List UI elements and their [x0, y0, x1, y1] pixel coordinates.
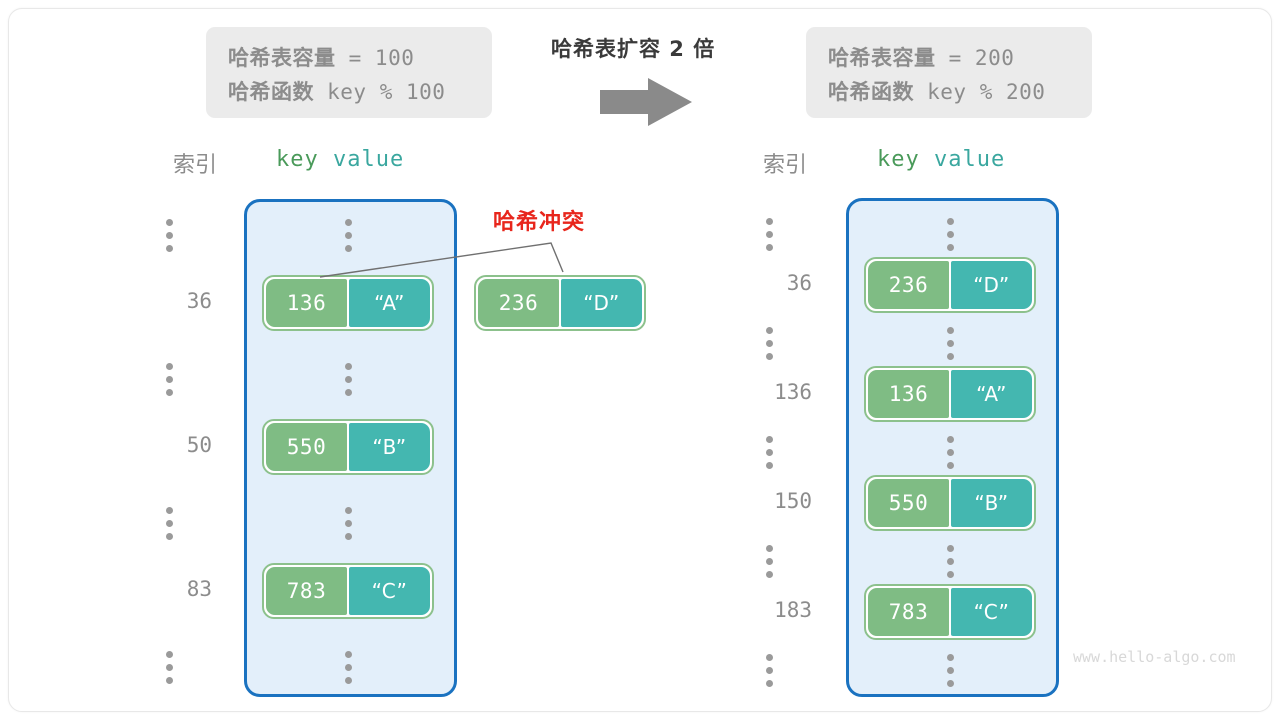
left-kv-header: key value: [276, 147, 404, 172]
left-function-label: 哈希函数: [228, 80, 314, 104]
right-hashtable-info-box: 哈希表容量 = 200 哈希函数 key % 200: [806, 27, 1092, 118]
right-capacity-value: = 200: [935, 46, 1015, 70]
right-bucket-ellipsis-icon: [947, 545, 954, 578]
left-index-ellipsis-icon: [166, 219, 173, 252]
left-entry-key: 783: [266, 567, 347, 615]
left-index-label: 83: [186, 577, 212, 601]
left-hashtable-info-box: 哈希表容量 = 100 哈希函数 key % 100: [206, 27, 492, 118]
right-entry-key: 236: [868, 260, 949, 309]
right-entry-pair[interactable]: 550“B”: [864, 474, 1036, 531]
left-value-header: value: [333, 147, 405, 172]
left-index-label: 36: [186, 289, 212, 313]
right-index-ellipsis-icon: [766, 545, 773, 578]
right-index-label: 36: [786, 270, 812, 295]
right-entry-value: “B”: [951, 478, 1032, 527]
right-bucket-ellipsis-icon: [947, 436, 954, 469]
left-function-value: key % 100: [314, 80, 446, 104]
left-entry-key: 136: [266, 279, 347, 327]
left-index-ellipsis-icon: [166, 507, 173, 540]
right-index-label: 150: [774, 488, 812, 513]
collision-label: 哈希冲突: [493, 210, 586, 235]
left-entry-key: 550: [266, 423, 347, 471]
right-capacity-line: 哈希表容量 = 200: [828, 41, 1070, 75]
right-index-ellipsis-icon: [766, 218, 773, 251]
left-entry-value: “B”: [349, 423, 430, 471]
right-index-ellipsis-icon: [766, 436, 773, 469]
right-arrow-icon: [600, 78, 692, 130]
left-index-ellipsis-icon: [166, 651, 173, 684]
colliding-entry-key: 236: [478, 279, 559, 327]
left-bucket-ellipsis-icon: [345, 651, 352, 684]
left-entry-value: “A”: [349, 279, 430, 327]
left-bucket-ellipsis-icon: [345, 363, 352, 396]
right-entry-pair[interactable]: 236“D”: [864, 256, 1036, 313]
left-entry-pair[interactable]: 550“B”: [262, 419, 434, 475]
right-bucket-ellipsis-icon: [947, 654, 954, 687]
right-index-label: 136: [774, 379, 812, 404]
watermark: www.hello-algo.com: [1073, 648, 1236, 666]
right-index-header: 索引: [763, 153, 808, 178]
left-capacity-line: 哈希表容量 = 100: [228, 41, 470, 75]
right-index-ellipsis-icon: [766, 327, 773, 360]
left-bucket-ellipsis-icon: [345, 507, 352, 540]
right-entry-pair[interactable]: 783“C”: [864, 583, 1036, 640]
right-bucket-ellipsis-icon: [947, 218, 954, 251]
colliding-entry-value: “D”: [561, 279, 642, 327]
right-entry-key: 783: [868, 587, 949, 636]
right-key-header: key: [877, 147, 920, 172]
right-index-label: 183: [774, 597, 812, 622]
colliding-entry-pair[interactable]: 236 “D”: [474, 275, 646, 331]
right-entry-value: “C”: [951, 587, 1032, 636]
left-entry-value: “C”: [349, 567, 430, 615]
right-function-value: key % 200: [914, 80, 1046, 104]
right-entry-value: “A”: [951, 369, 1032, 418]
left-index-header: 索引: [173, 153, 218, 178]
left-capacity-label: 哈希表容量: [228, 46, 336, 70]
right-kv-header: key value: [877, 147, 1005, 172]
left-entry-pair[interactable]: 783“C”: [262, 563, 434, 619]
right-value-header: value: [934, 147, 1006, 172]
right-bucket-ellipsis-icon: [947, 327, 954, 360]
left-key-header: key: [276, 147, 319, 172]
right-index-ellipsis-icon: [766, 654, 773, 687]
right-capacity-label: 哈希表容量: [828, 46, 936, 70]
left-index-ellipsis-icon: [166, 363, 173, 396]
left-capacity-value: = 100: [335, 46, 415, 70]
left-entry-pair[interactable]: 136“A”: [262, 275, 434, 331]
left-bucket-ellipsis-icon: [345, 219, 352, 252]
right-entry-key: 136: [868, 369, 949, 418]
right-entry-value: “D”: [951, 260, 1032, 309]
diagram-frame: [8, 8, 1272, 712]
left-function-line: 哈希函数 key % 100: [228, 75, 470, 109]
left-index-label: 50: [186, 433, 212, 457]
right-function-line: 哈希函数 key % 200: [828, 75, 1070, 109]
diagram-title: 哈希表扩容 2 倍: [551, 37, 716, 61]
right-entry-key: 550: [868, 478, 949, 527]
right-function-label: 哈希函数: [828, 80, 914, 104]
right-entry-pair[interactable]: 136“A”: [864, 365, 1036, 422]
